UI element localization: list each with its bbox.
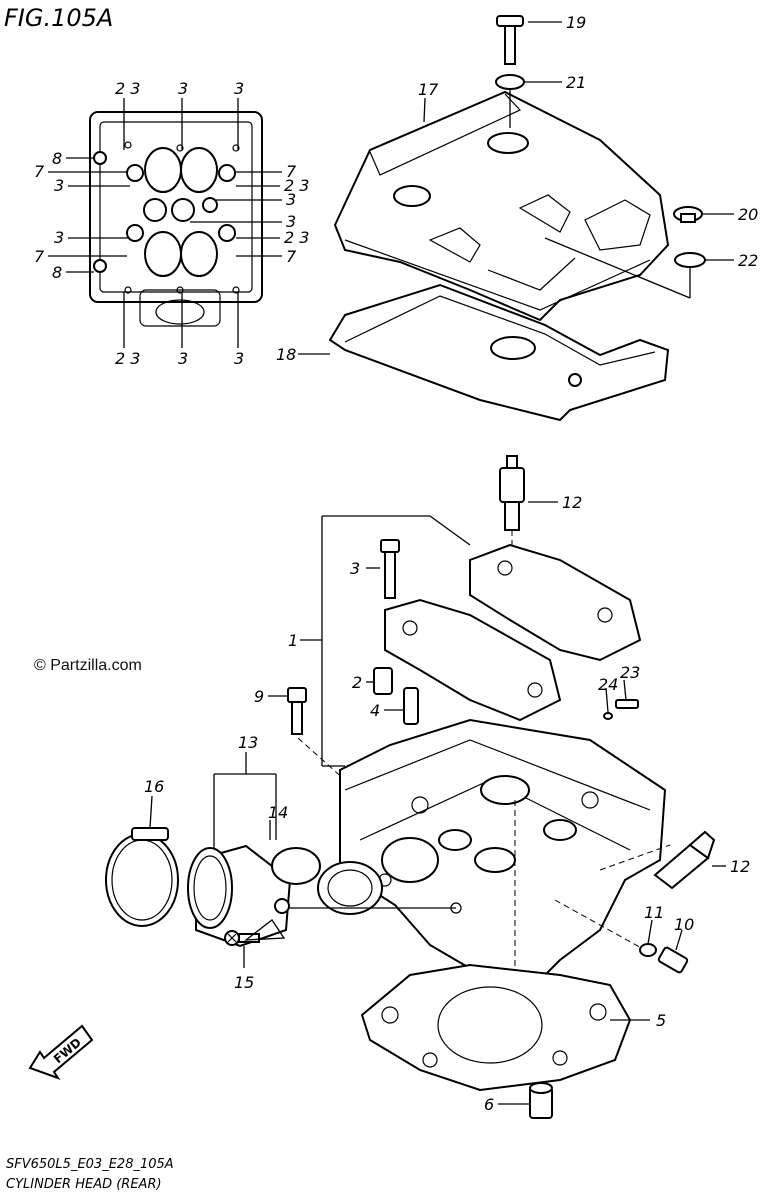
washer-22 xyxy=(674,252,706,268)
callout-13: 13 xyxy=(238,733,258,752)
stud-9 xyxy=(268,687,346,781)
screw-23-oring-24 xyxy=(603,679,639,720)
callout-20: 20 xyxy=(738,205,758,224)
callout-l-8b: 8 xyxy=(52,263,62,282)
callout-l-7b: 7 xyxy=(34,247,45,266)
callout-16: 16 xyxy=(144,777,164,796)
callout-11: 11 xyxy=(644,903,664,922)
callout-bot-3b: 3 xyxy=(234,349,244,368)
callout-top-3b: 3 xyxy=(234,79,244,98)
dowel-pin-2 xyxy=(366,667,393,695)
callout-bot-3a: 3 xyxy=(178,349,188,368)
callout-r-7b: 7 xyxy=(286,247,297,266)
callout-1: 1 xyxy=(288,631,298,650)
callout-15: 15 xyxy=(234,973,254,992)
callout-bot-23: 2 3 xyxy=(115,349,140,368)
callout-17: 17 xyxy=(418,80,439,99)
callout-l-3b: 3 xyxy=(54,228,64,247)
callout-19: 19 xyxy=(566,13,586,32)
head-bolt-3 xyxy=(366,539,400,599)
spark-plug-12-upper xyxy=(499,455,558,560)
cylinder-head-cover xyxy=(333,15,734,322)
figure-caption: CYLINDER HEAD (REAR) xyxy=(6,1177,162,1192)
figure-title: FIG.105A xyxy=(4,4,113,32)
figure-code: SFV650L5_E03_E28_105A xyxy=(6,1157,174,1172)
washer-11-bolt-10 xyxy=(639,919,689,974)
callout-r-7a: 7 xyxy=(286,162,297,181)
callout-top-3a: 3 xyxy=(178,79,188,98)
bracket-1 xyxy=(300,515,471,767)
callout-l-7a: 7 xyxy=(34,162,45,181)
callout-22: 22 xyxy=(738,251,758,270)
callout-6: 6 xyxy=(484,1095,494,1114)
cylinder-head-top-view xyxy=(48,98,282,348)
callout-14: 14 xyxy=(268,803,288,822)
head-cover-gasket xyxy=(298,283,670,422)
camshaft-holders xyxy=(384,543,642,722)
callout-12-lower: 12 xyxy=(730,857,750,876)
callout-9: 9 xyxy=(254,687,264,706)
cylinder-head xyxy=(285,718,671,1020)
intake-clamp-16 xyxy=(105,795,179,927)
callout-5: 5 xyxy=(656,1011,666,1030)
callout-21: 21 xyxy=(566,73,586,92)
callout-r-23a: 2 3 xyxy=(284,176,309,195)
callout-2: 2 xyxy=(352,673,362,692)
callout-10: 10 xyxy=(674,915,694,934)
washer-21 xyxy=(495,74,525,90)
callout-l-8a: 8 xyxy=(52,149,62,168)
fwd-arrow-icon: FWD xyxy=(28,1024,94,1080)
callout-4: 4 xyxy=(370,701,380,720)
screw-15 xyxy=(224,919,286,968)
callout-r-3b: 3 xyxy=(286,212,296,231)
callout-24: 24 xyxy=(598,675,618,694)
partzilla-watermark: © Partzilla.com xyxy=(34,657,142,674)
callout-top-23: 2 3 xyxy=(115,79,140,98)
callout-12-upper: 12 xyxy=(562,493,582,512)
callout-23: 23 xyxy=(620,663,640,682)
pin-4 xyxy=(384,687,419,725)
intake-pipe-13 xyxy=(187,752,321,948)
callout-18: 18 xyxy=(276,345,296,364)
callout-r-3a: 3 xyxy=(286,190,296,209)
callout-r-23b: 2 3 xyxy=(284,228,309,247)
bolt-19-head xyxy=(496,15,524,27)
dowel-pin-6 xyxy=(498,1082,553,1119)
spark-plug-12-lower xyxy=(653,830,726,890)
cylinder-head-gasket xyxy=(360,963,650,1092)
callout-3: 3 xyxy=(350,559,360,578)
callout-l-3a: 3 xyxy=(54,176,64,195)
